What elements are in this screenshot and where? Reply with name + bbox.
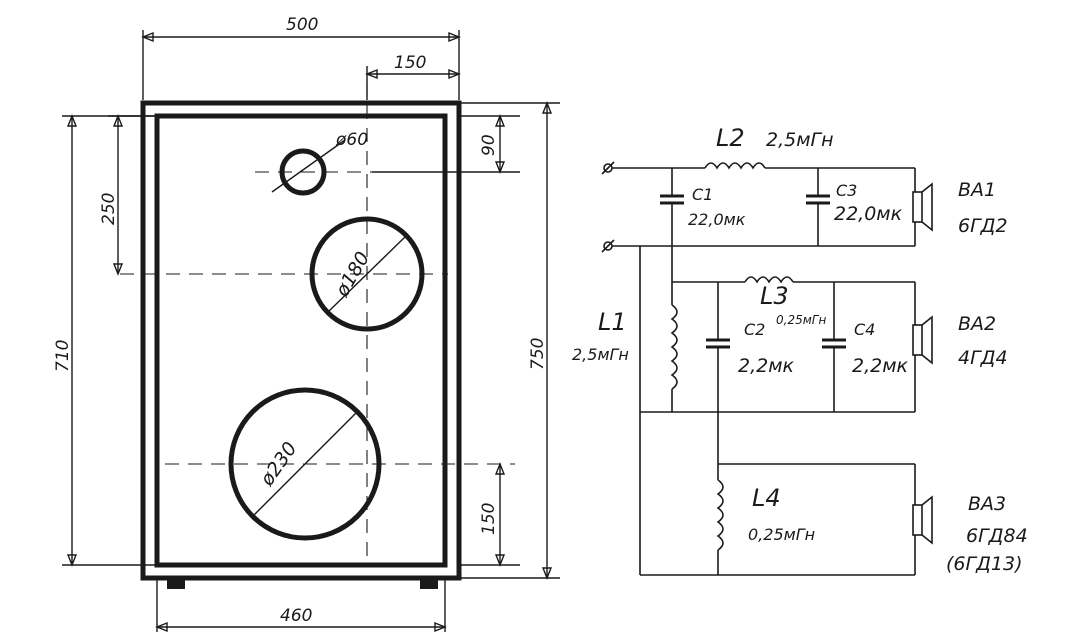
- label-C1-name: C1: [692, 185, 713, 204]
- label-BA3-alt: (6ГД13): [946, 553, 1023, 575]
- dim-label-150-top: 150: [394, 53, 426, 73]
- tweeter-hole: [279, 148, 327, 196]
- dim-label-750: 750: [528, 338, 548, 370]
- label-BA2-model: 4ГД4: [958, 347, 1008, 369]
- inductor-L3: [744, 276, 794, 284]
- label-BA1-name: ВА1: [958, 179, 996, 201]
- woofer-hole: [228, 387, 382, 541]
- dim-label-710: 710: [53, 340, 73, 372]
- label-C3-name: C3: [836, 181, 857, 200]
- cabinet-outer-frame: [140, 100, 462, 581]
- cabinet-inner-panel: [154, 113, 448, 568]
- midrange-hole: [309, 216, 425, 332]
- speaker-BA1-symbol: [912, 168, 933, 246]
- inductor-L2: [704, 162, 766, 170]
- dim-label-150-bottom: 150: [479, 503, 499, 535]
- label-C4-name: C4: [854, 320, 875, 339]
- crossover-schematic: L2 2,5мГн C1 22,0мк C3 22,0мк ВА1 6ГД2 L…: [572, 124, 1028, 576]
- cabinet-foot-left: [167, 578, 185, 589]
- label-BA3-name: ВА3: [968, 493, 1006, 515]
- label-L1-value: 2,5мГн: [572, 345, 629, 364]
- capacitor-C3: [806, 194, 830, 205]
- dim-label-90: 90: [479, 134, 499, 156]
- label-L1-name: L1: [598, 308, 627, 336]
- label-L4-name: L4: [752, 484, 781, 512]
- hole-label-mid: ø180: [331, 248, 374, 301]
- dim-label-500: 500: [286, 15, 318, 35]
- inductor-L4: [716, 479, 724, 551]
- label-C1-value: 22,0мк: [688, 210, 746, 229]
- tweeter-diameter-line: [271, 139, 346, 193]
- label-L4-value: 0,25мГн: [748, 525, 815, 544]
- label-C3-value: 22,0мк: [834, 203, 903, 225]
- label-L3-name: L3: [760, 282, 789, 310]
- inductor-L1: [670, 304, 678, 390]
- label-C4-value: 2,2мк: [852, 355, 909, 377]
- cabinet-dimensions: 500 150 90 250 710 750 150: [53, 15, 560, 633]
- dim-label-250: 250: [99, 193, 119, 225]
- dim-label-460: 460: [280, 606, 312, 626]
- cabinet-foot-right: [420, 578, 438, 589]
- speaker-BA3-symbol: [912, 464, 933, 575]
- speaker-BA2-symbol: [912, 282, 933, 412]
- label-L2-value: 2,5мГн: [766, 129, 834, 151]
- cabinet-front-view: ø60 ø180 ø230: [120, 82, 515, 589]
- capacitor-C2: [706, 338, 730, 349]
- hole-label-small: ø60: [335, 130, 368, 150]
- capacitor-C1: [660, 194, 684, 205]
- midrange-diameter-line: [327, 235, 407, 313]
- woofer-diameter-line: [252, 411, 358, 517]
- label-BA3-model: 6ГД84: [966, 525, 1028, 547]
- label-BA2-name: ВА2: [958, 313, 996, 335]
- capacitor-C4: [822, 338, 846, 349]
- label-L2-name: L2: [716, 124, 745, 152]
- label-L3-value: 0,25мГн: [776, 313, 826, 327]
- label-C2-name: C2: [744, 320, 765, 339]
- label-BA1-model: 6ГД2: [958, 215, 1008, 237]
- label-C2-value: 2,2мк: [738, 355, 795, 377]
